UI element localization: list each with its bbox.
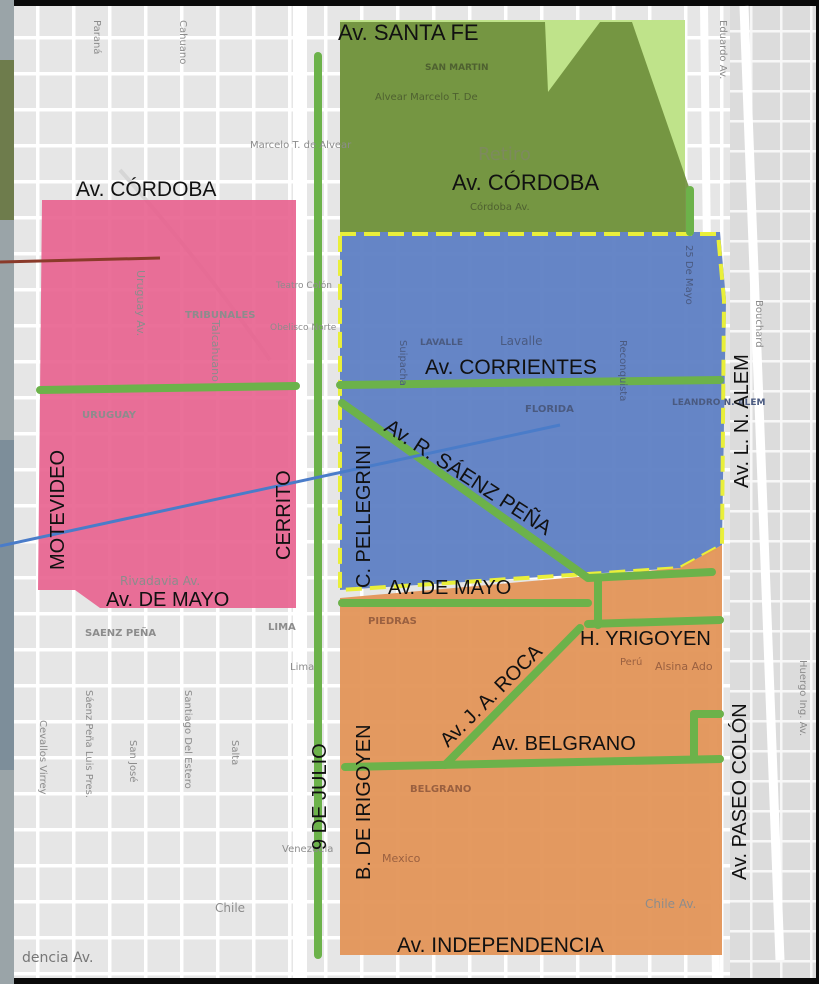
label-belgrano: Av. BELGRANO (492, 733, 636, 755)
label-pellegrini: C. PELLEGRINI (353, 445, 375, 588)
label-parana: Paraná (91, 20, 103, 54)
label-paseo-colon: Av. PASEO COLÓN (728, 703, 751, 880)
label-marcelo: Marcelo T. de Alvear (250, 140, 352, 151)
avenue-roca (441, 624, 584, 769)
zone-olive (340, 22, 690, 232)
label-cordoba-north: Av. CÓRDOBA (452, 170, 599, 195)
label-irigoyen: B. DE IRIGOYEN (353, 724, 375, 880)
label-chile: Chile (215, 901, 245, 915)
label-lima: LIMA (268, 622, 296, 633)
label-cevallos: Cevallos Virrey (37, 720, 48, 795)
label-9-de-julio: 9 DE JULIO (309, 743, 331, 850)
label-cerrito: CERRITO (273, 470, 295, 560)
avenue-corrientes-east (336, 376, 724, 389)
label-teatro: Teatro Colón (275, 280, 332, 291)
zone-pink (38, 200, 296, 608)
label-rivadavia: Rivadavia Av. (120, 574, 200, 588)
label-saenz-pena-st: SAENZ PEÑA (85, 626, 156, 639)
label-peru: Perú (620, 656, 642, 668)
label-retiro: Retiro (478, 144, 531, 165)
label-alem: Av. L. N. ALEM (731, 354, 753, 488)
label-obelisco: Obelisco Norte (270, 323, 337, 333)
label-venezuela: Venezuela (282, 844, 333, 855)
label-alvear: Alvear Marcelo T. De (375, 92, 478, 103)
label-eduardo: Eduardo Av. (717, 20, 728, 79)
label-uruguay-av: Uruguay Av. (134, 270, 147, 336)
label-talcahuano: Talcahuano (209, 319, 222, 382)
label-san-martin: SAN MARTIN (425, 63, 489, 73)
label-alsina: Alsina Ado (655, 660, 713, 673)
label-salta: Salta (229, 740, 240, 765)
basemap-vertical-labels: Paraná Cahuano Uruguay Av. Talcahuano Sa… (37, 20, 808, 798)
avenue-mayo-east (584, 568, 716, 582)
avenue-saenz-pena (338, 399, 592, 582)
label-mayo-west: Av. DE MAYO (106, 589, 229, 611)
label-mexico: Mexico (382, 852, 421, 865)
label-santa-fe: Av. SANTA FE (338, 20, 479, 45)
label-corrientes: Av. CORRIENTES (425, 356, 597, 379)
label-tribunales: TRIBUNALES (185, 310, 256, 321)
label-lavalle: Lavalle (500, 334, 543, 348)
label-santiago: Santiago Del Estero (182, 690, 193, 789)
photo-strip-building (0, 440, 14, 770)
label-suipacha: Suipacha (397, 340, 408, 386)
avenue-corrientes-west (36, 382, 300, 394)
connector-blue (0, 423, 561, 548)
label-florida: FLORIDA (525, 404, 574, 415)
label-huergo: Huergo Ing. Av. (797, 660, 808, 736)
label-lima-small: Lima (290, 662, 314, 673)
basemap-avenue-east (739, 5, 785, 961)
connector-brown (0, 256, 161, 264)
label-saenz-luis: Sáenz Peña Luis Pres. (83, 690, 95, 798)
avenues (36, 52, 724, 959)
label-belgrano-st: BELGRANO (410, 784, 471, 795)
avenue-belgrano (341, 755, 724, 771)
label-cordoba-small: Córdoba Av. (470, 201, 530, 213)
label-mayo-east: Av. DE MAYO (388, 577, 511, 599)
label-uruguay: URUGUAY (82, 410, 137, 421)
label-motevideo: MOTEVIDEO (47, 450, 69, 570)
label-cahuano: Cahuano (177, 20, 188, 64)
label-cordoba-west: Av. CÓRDOBA (76, 178, 216, 201)
label-san-jose: San José (127, 740, 139, 782)
label-piedras: PIEDRAS (368, 616, 417, 627)
label-lavalle-st: LAVALLE (420, 338, 463, 348)
label-bouchard: Bouchard (753, 300, 764, 348)
label-independencia-av: dencia Av. (22, 950, 93, 966)
avenue-yrigoyen (584, 616, 724, 628)
label-yrigoyen: H. YRIGOYEN (580, 628, 711, 650)
zone-blue (340, 232, 726, 590)
label-chile-av: Chile Av. (645, 897, 696, 911)
basemap-labels: Retiro TRIBUNALES Lavalle FLORIDA URUGUA… (22, 63, 765, 966)
label-independencia: Av. INDEPENDENCIA (397, 934, 604, 957)
label-reconquista: Reconquista (617, 340, 628, 401)
label-leandro: LEANDRO N. ALEM (672, 398, 765, 408)
zone-orange (340, 545, 722, 955)
photo-strip-trees (0, 60, 14, 220)
label-25-de-mayo: 25 De Mayo (683, 245, 694, 305)
